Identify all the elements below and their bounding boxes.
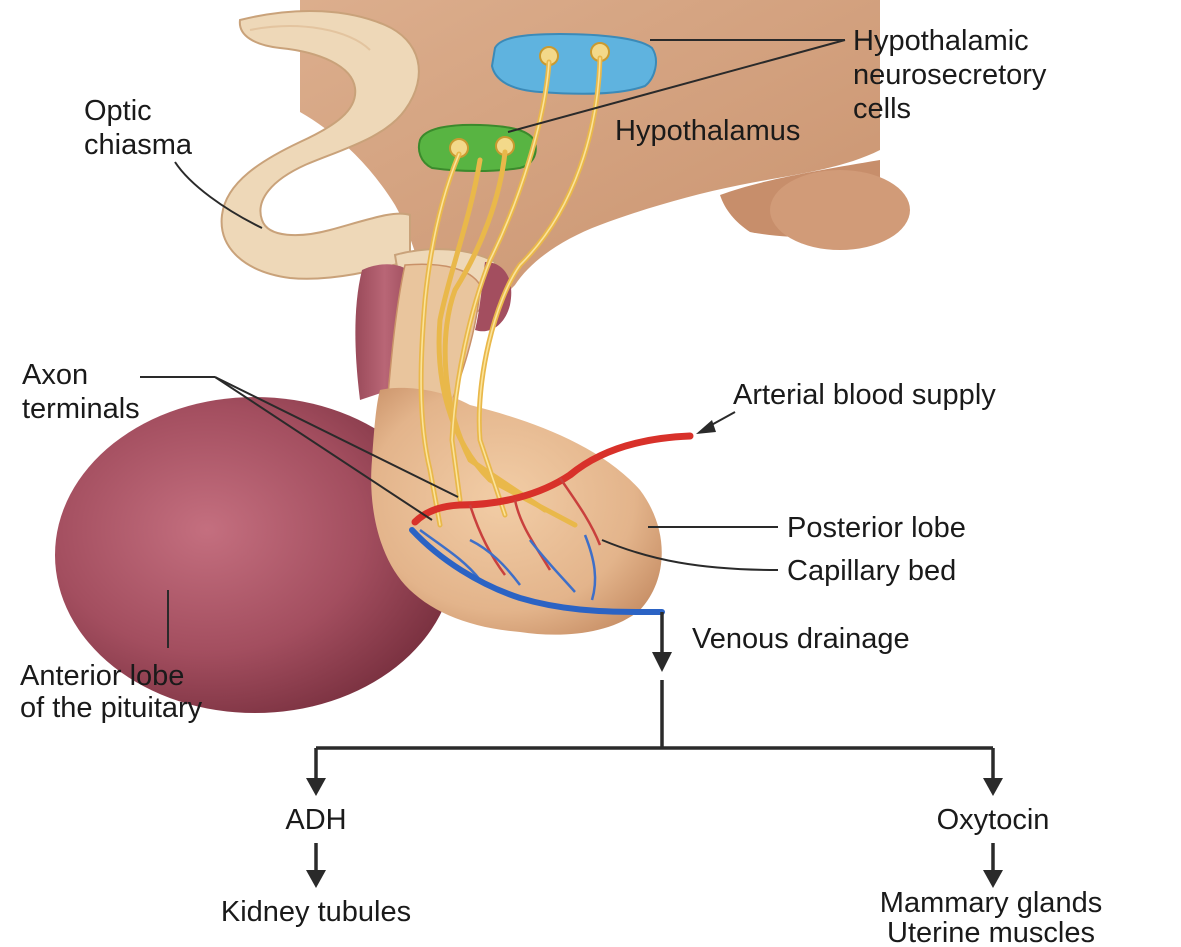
anterior-lobe-line1: Anterior lobe: [20, 660, 184, 692]
hypothalamic-cells-line3: cells: [853, 93, 911, 125]
mammary-glands-text: Mammary glands: [880, 887, 1102, 919]
label-arterial-blood-supply: Arterial blood supply: [696, 379, 996, 434]
adh-text: ADH: [285, 804, 346, 836]
axon-terminals-line2: terminals: [22, 393, 140, 425]
adh-branch: ADH Kidney tubules: [221, 804, 411, 928]
oxytocin-branch: Oxytocin Mammary glands Uterine muscles: [880, 804, 1102, 947]
neurosecretory-nucleus-blue: [492, 34, 656, 94]
oxytocin-text: Oxytocin: [937, 804, 1050, 836]
label-hypothalamus: Hypothalamus: [615, 115, 800, 147]
hypothalamic-cells-line2: neurosecretory: [853, 59, 1047, 91]
hypothalamic-cells-line1: Hypothalamic: [853, 25, 1029, 57]
uterine-muscles-text: Uterine muscles: [887, 917, 1095, 947]
axon-terminals-line1: Axon: [22, 359, 88, 391]
anterior-lobe-line2: of the pituitary: [20, 692, 203, 724]
capillary-bed-text: Capillary bed: [787, 555, 956, 587]
arterial-blood-supply-text: Arterial blood supply: [733, 379, 996, 411]
label-posterior-lobe: Posterior lobe: [648, 512, 966, 544]
venous-drainage-text: Venous drainage: [692, 623, 910, 655]
posterior-lobe-text: Posterior lobe: [787, 512, 966, 544]
kidney-tubules-text: Kidney tubules: [221, 896, 411, 928]
optic-chiasma-line1: Optic: [84, 95, 152, 127]
optic-chiasma-line2: chiasma: [84, 129, 193, 161]
